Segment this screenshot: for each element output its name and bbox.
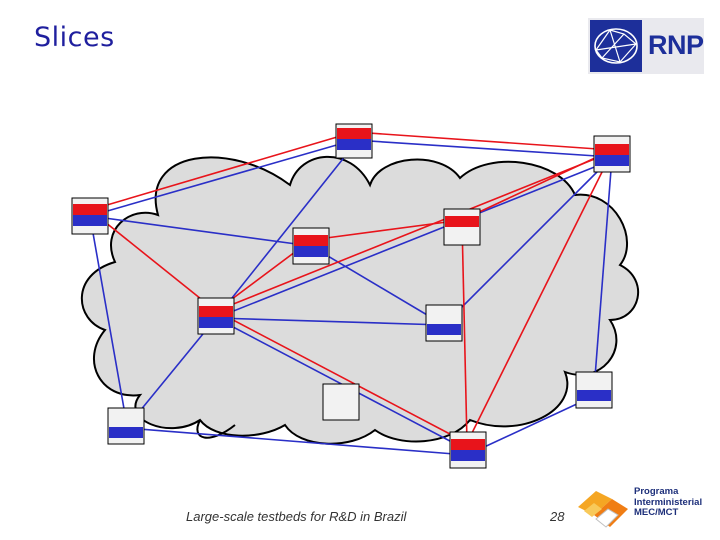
red-slice-block <box>445 216 479 227</box>
blue-link <box>125 427 468 456</box>
blue-link <box>353 139 613 158</box>
blue-link <box>310 245 445 326</box>
blue-link <box>89 215 312 247</box>
node-bottom-center <box>449 431 487 469</box>
blue-slice-block <box>294 246 328 257</box>
red-slice-block <box>595 144 629 155</box>
node-center-left <box>197 297 235 335</box>
red-slice-links <box>89 131 613 444</box>
rnp-logo-text: RNP <box>648 30 704 60</box>
program-logo-line: Interministerial <box>634 496 703 508</box>
blue-link <box>215 144 355 319</box>
network-cloud <box>80 155 639 445</box>
node-top-right <box>593 135 631 173</box>
globe-network-icon <box>590 20 642 72</box>
rnp-logo: RNP <box>588 18 704 74</box>
node-center-right <box>425 304 463 342</box>
node-inner-left <box>292 227 330 265</box>
node-right <box>575 371 613 409</box>
blue-slice-block <box>199 317 233 328</box>
footer-text: Large-scale testbeds for R&D in Brazil <box>186 509 407 524</box>
red-slice-block <box>199 306 233 317</box>
red-slice-block <box>337 128 371 139</box>
blue-link <box>215 317 445 326</box>
program-logo-line: Programa <box>634 486 679 497</box>
program-logo-text: Programa Interministerial MEC/MCT <box>634 486 703 519</box>
blue-slice-block <box>109 427 143 438</box>
node-bottom-left <box>107 407 145 445</box>
red-link <box>466 151 613 444</box>
blue-slice-block <box>451 450 485 461</box>
node-top-center <box>335 123 373 159</box>
blue-slice-block <box>577 390 611 401</box>
blue-link <box>593 156 613 391</box>
blue-slice-block <box>337 139 371 150</box>
blue-link <box>443 156 613 326</box>
program-logo-line: MEC/MCT <box>634 507 679 518</box>
red-link <box>89 131 355 211</box>
blue-slice-block <box>427 324 461 335</box>
red-slice-block <box>451 439 485 450</box>
red-slice-block <box>73 204 107 215</box>
red-link <box>353 131 613 151</box>
blue-slice-block <box>595 155 629 166</box>
red-link <box>89 209 217 312</box>
red-slice-block <box>294 235 328 246</box>
red-link <box>215 310 468 444</box>
red-link <box>461 221 468 444</box>
blue-slice-block <box>73 215 107 226</box>
blue-link <box>215 159 613 319</box>
slide-title: Slices <box>34 22 115 53</box>
red-link <box>215 151 613 312</box>
node-empty <box>322 383 360 421</box>
red-link <box>310 219 463 241</box>
blue-link <box>466 395 595 456</box>
program-cube-icon <box>578 491 628 528</box>
node-inner-right <box>443 208 481 246</box>
page-number: 28 <box>550 509 565 524</box>
blue-link <box>89 139 355 217</box>
node-left <box>71 197 109 235</box>
blue-link <box>89 215 127 421</box>
